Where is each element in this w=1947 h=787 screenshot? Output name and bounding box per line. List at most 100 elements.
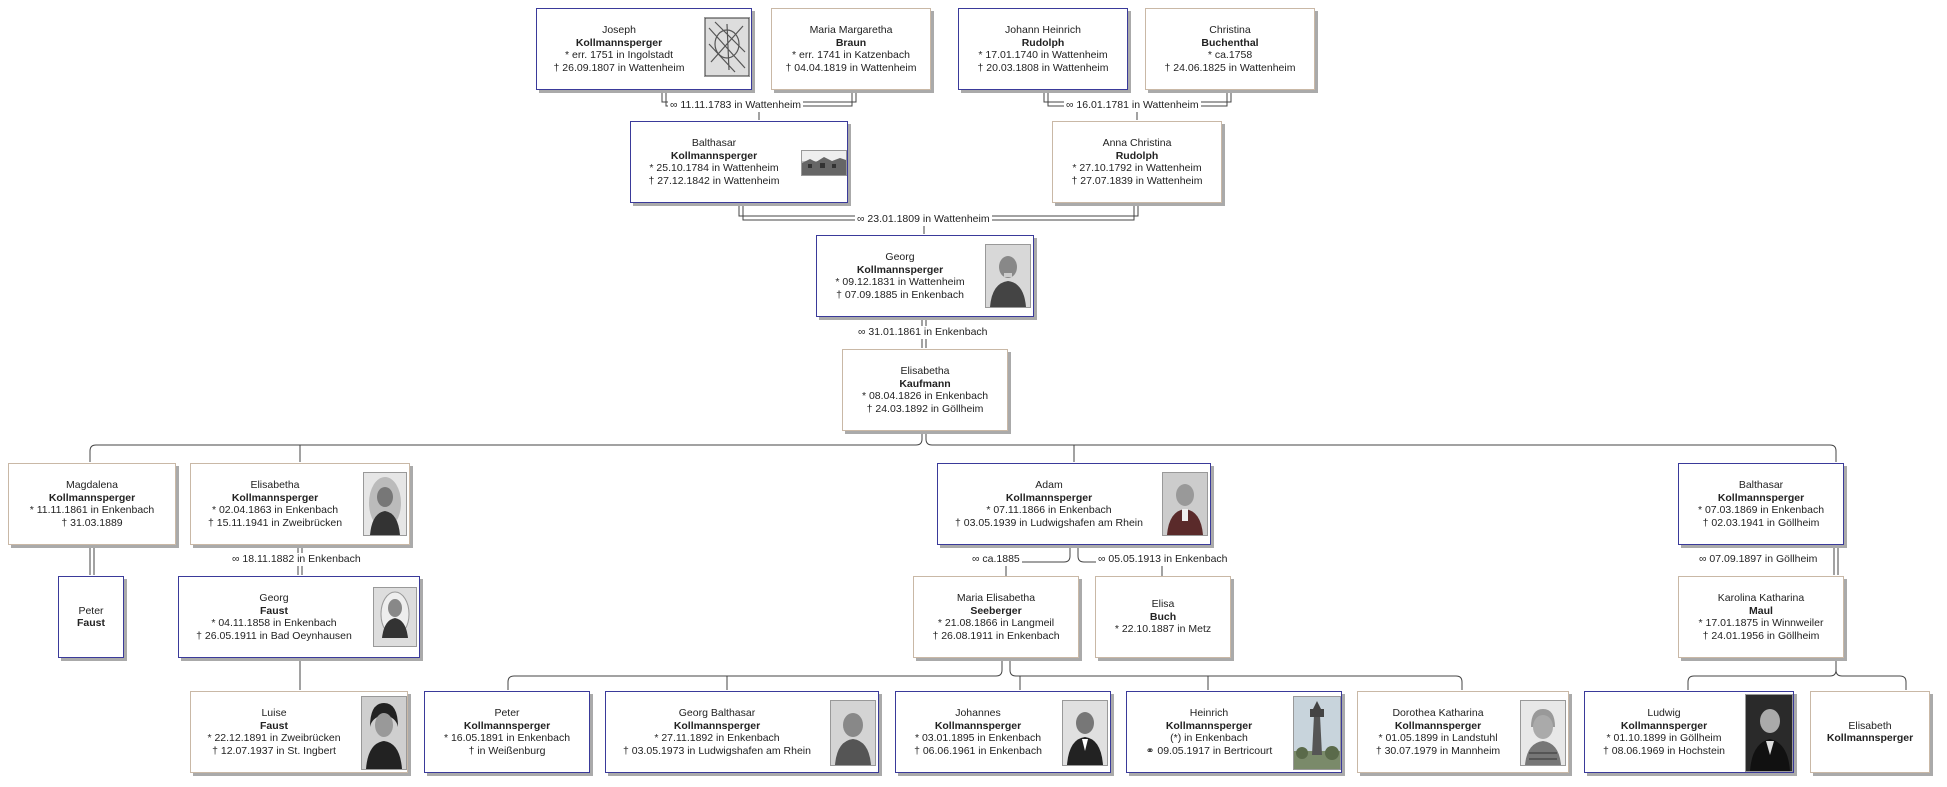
marriage-label-2: ∞ 16.01.1781 in Wattenheim [1064, 99, 1201, 112]
death-info: † 26.08.1911 in Enkenbach [932, 629, 1060, 642]
person-card-elisabetha-kollmannsperger-1863[interactable]: Elisabetha Kollmannsperger * 02.04.1863 … [190, 463, 410, 545]
man-portrait-photo[interactable] [830, 700, 876, 766]
surname: Buchenthal [1201, 36, 1259, 49]
given-name: Elisa [1151, 598, 1175, 611]
given-name: Dorothea Katharina [1392, 707, 1484, 719]
person-card-elisabeth-kollmannsperger[interactable]: Elisabeth Kollmannsperger [1810, 691, 1930, 773]
surname: Rudolph [1021, 36, 1065, 49]
death-info: † 27.12.1842 in Wattenheim [648, 174, 780, 187]
marriage-label-5: ∞ 18.11.1882 in Enkenbach [230, 553, 363, 566]
person-card-anna-christina-rudolph[interactable]: Anna Christina Rudolph * 27.10.1792 in W… [1052, 121, 1222, 203]
person-card-dorothea-katharina-kollmannsperger[interactable]: Dorothea Katharina Kollmannsperger * 01.… [1357, 691, 1569, 773]
birth-info: * 27.11.1892 in Enkenbach [654, 732, 780, 744]
marriage-label-7: ∞ 05.05.1913 in Enkenbach [1096, 553, 1230, 566]
surname: Kollmannsperger [1165, 719, 1253, 732]
birth-info: * 08.04.1826 in Enkenbach [861, 390, 989, 402]
given-name: Georg Balthasar [678, 707, 756, 719]
engraving-portrait-photo[interactable] [704, 17, 750, 77]
marriage-label-3: ∞ 23.01.1809 in Wattenheim [855, 213, 992, 226]
person-card-johann-heinrich-rudolph[interactable]: Johann Heinrich Rudolph * 17.01.1740 in … [958, 8, 1128, 90]
man-portrait-photo[interactable] [373, 587, 417, 647]
person-card-georg-faust[interactable]: Georg Faust * 04.11.1858 in Enkenbach † … [178, 576, 420, 658]
surname: Kollmannsperger [1826, 732, 1914, 744]
surname: Kollmannsperger [463, 719, 551, 732]
person-card-peter-faust[interactable]: Peter Faust [58, 576, 124, 658]
birth-info: * ca.1758 [1207, 49, 1253, 61]
marriage-label-8: ∞ 07.09.1897 in Göllheim [1697, 553, 1820, 566]
birth-info: * 04.11.1858 in Enkenbach [211, 617, 337, 629]
death-info: † 15.11.1941 in Zweibrücken [207, 516, 343, 529]
given-name: Johann Heinrich [1005, 24, 1081, 36]
given-name: Anna Christina [1102, 137, 1172, 149]
surname: Maul [1749, 604, 1773, 617]
person-card-georg-kollmannsperger[interactable]: Georg Kollmannsperger * 09.12.1831 in Wa… [816, 235, 1034, 317]
person-card-karolina-katharina-maul[interactable]: Karolina Katharina Maul * 17.01.1875 in … [1678, 576, 1844, 658]
death-info: † 30.07.1979 in Mannheim [1375, 744, 1501, 757]
person-card-ludwig-kollmannsperger[interactable]: Ludwig Kollmannsperger * 01.10.1899 in G… [1584, 691, 1794, 773]
given-name: Balthasar [1738, 479, 1784, 491]
person-card-magdalena-kollmannsperger[interactable]: Magdalena Kollmannsperger * 11.11.1861 i… [8, 463, 176, 545]
death-info: † 08.06.1969 in Hochstein [1602, 744, 1725, 757]
birth-info: * 25.10.1784 in Wattenheim [649, 162, 779, 174]
surname: Rudolph [1115, 149, 1159, 162]
memorial-tower-photo[interactable] [1293, 696, 1341, 770]
person-card-heinrich-kollmannsperger[interactable]: Heinrich Kollmannsperger (*) in Enkenbac… [1126, 691, 1342, 773]
birth-info: * 22.12.1891 in Zweibrücken [207, 732, 341, 744]
surname: Kollmannsperger [1717, 491, 1805, 504]
death-info: † 26.09.1807 in Wattenheim [553, 61, 685, 74]
person-card-balthasar-kollmannsperger-1784[interactable]: Balthasar Kollmannsperger * 25.10.1784 i… [630, 121, 848, 203]
birth-info: * 17.01.1740 in Wattenheim [978, 49, 1108, 61]
death-info: † 27.07.1839 in Wattenheim [1071, 174, 1203, 187]
person-card-luise-faust[interactable]: Luise Faust * 22.12.1891 in Zweibrücken … [190, 691, 408, 773]
surname: Seeberger [970, 604, 1022, 617]
man-portrait-photo[interactable] [1745, 694, 1793, 772]
birth-info: * 17.01.1875 in Winnweiler [1698, 617, 1824, 629]
woman-portrait-photo[interactable] [363, 472, 407, 536]
woman-portrait-photo[interactable] [361, 696, 407, 770]
person-card-georg-balthasar-kollmannsperger[interactable]: Georg Balthasar Kollmannsperger * 27.11.… [605, 691, 879, 773]
death-info: † 12.07.1937 in St. Ingbert [212, 744, 336, 757]
man-portrait-photo[interactable] [1162, 472, 1208, 536]
person-card-elisa-buch[interactable]: Elisa Buch * 22.10.1887 in Metz [1095, 576, 1231, 658]
given-name: Georg [885, 251, 915, 263]
surname: Kollmannsperger [1005, 491, 1093, 504]
death-info: † 03.05.1939 in Ludwigshafen am Rhein [955, 516, 1143, 529]
surname: Kollmannsperger [670, 149, 758, 162]
surname: Kollmannsperger [48, 491, 136, 504]
person-card-maria-margaretha-braun[interactable]: Maria Margaretha Braun * err. 1741 in Ka… [771, 8, 931, 90]
given-name: Heinrich [1189, 707, 1229, 719]
person-card-elisabetha-kaufmann[interactable]: Elisabetha Kaufmann * 08.04.1826 in Enke… [842, 349, 1008, 431]
person-card-joseph-kollmannsperger[interactable]: Joseph Kollmannsperger * err. 1751 in In… [536, 8, 752, 90]
death-info: † 03.05.1973 in Ludwigshafen am Rhein [623, 744, 811, 757]
village-landscape-photo[interactable] [801, 150, 847, 176]
death-info: † 26.05.1911 in Bad Oeynhausen [196, 629, 352, 642]
person-card-adam-kollmannsperger[interactable]: Adam Kollmannsperger * 07.11.1866 in Enk… [937, 463, 1211, 545]
woman-portrait-photo[interactable] [1520, 700, 1566, 766]
surname: Faust [259, 719, 288, 732]
person-card-christina-buchenthal[interactable]: Christina Buchenthal * ca.1758 † 24.06.1… [1145, 8, 1315, 90]
surname: Kollmannsperger [1394, 719, 1482, 732]
death-info: † 07.09.1885 in Enkenbach [836, 288, 964, 301]
surname: Kaufmann [899, 377, 951, 390]
surname: Kollmannsperger [934, 719, 1022, 732]
birth-info: * 01.10.1899 in Göllheim [1606, 732, 1722, 744]
person-card-johannes-kollmannsperger[interactable]: Johannes Kollmannsperger * 03.01.1895 in… [895, 691, 1111, 773]
person-card-peter-kollmannsperger[interactable]: Peter Kollmannsperger * 16.05.1891 in En… [424, 691, 590, 773]
person-card-maria-elisabetha-seeberger[interactable]: Maria Elisabetha Seeberger * 21.08.1866 … [913, 576, 1079, 658]
given-name: Karolina Katharina [1717, 592, 1805, 604]
birth-info: * 07.11.1866 in Enkenbach [986, 504, 1112, 516]
man-portrait-photo[interactable] [985, 244, 1031, 308]
birth-info: * 09.12.1831 in Wattenheim [835, 276, 965, 288]
surname: Kollmannsperger [856, 263, 944, 276]
death-info: † 04.04.1819 in Wattenheim [785, 61, 917, 74]
given-name: Elisabetha [900, 365, 950, 377]
birth-info: * 11.11.1861 in Enkenbach [29, 504, 155, 516]
person-card-balthasar-kollmannsperger-1869[interactable]: Balthasar Kollmannsperger * 07.03.1869 i… [1678, 463, 1844, 545]
given-name: Adam [1035, 479, 1063, 491]
birth-info: * 02.04.1863 in Enkenbach [211, 504, 339, 516]
birth-info: (*) in Enkenbach [1170, 732, 1248, 744]
given-name: Peter [494, 707, 520, 719]
man-portrait-photo[interactable] [1062, 700, 1108, 766]
marriage-label-6: ∞ ca.1885 [970, 553, 1022, 566]
